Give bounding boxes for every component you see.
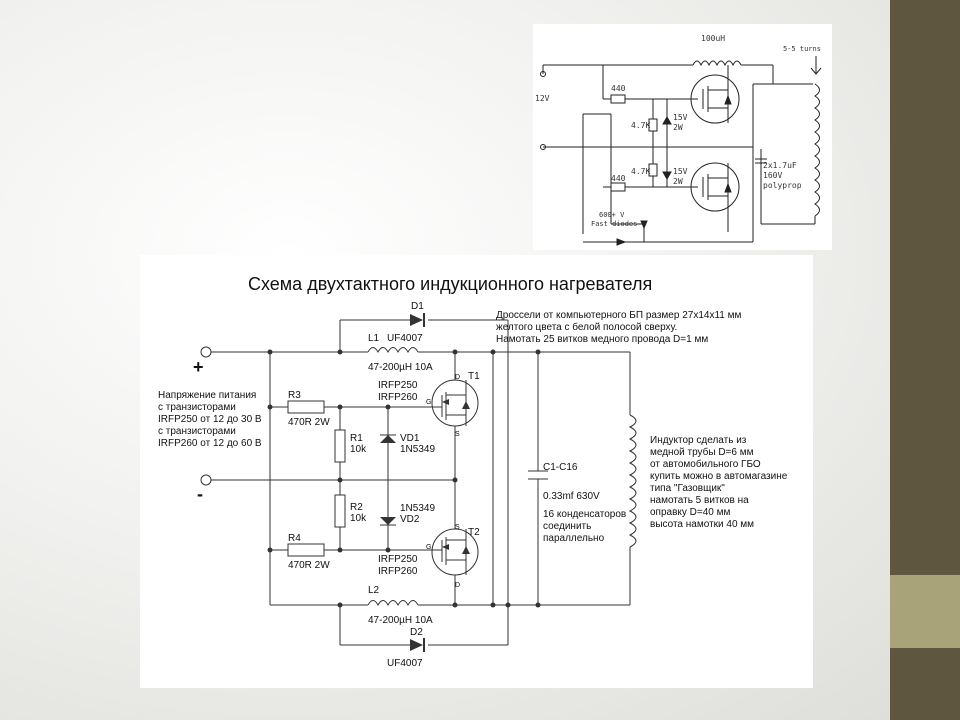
top-zener-top-power: 2W (673, 123, 683, 132)
top-gate-resistor-top: 4.7K (631, 121, 650, 130)
t1-part-a-label: IRFP250 (378, 380, 418, 391)
plus-terminal-label: + (193, 357, 204, 377)
slide-accent-bar-top (890, 0, 960, 575)
d2-part-label: UF4007 (387, 658, 423, 669)
supply-note-line-1: Напряжение питания (158, 390, 256, 401)
d1-label: D1 (411, 301, 424, 312)
top-cap-type: polyprop (763, 181, 802, 190)
d2-label: D2 (410, 627, 423, 638)
vd1-part-label: 1N5349 (400, 444, 435, 455)
capacitor-note-line-1: 16 конденсаторов (543, 509, 626, 520)
main-schematic-image: Схема двухтактного индукционного нагрева… (140, 255, 813, 688)
capacitor-value-label: 0.33mf 630V (543, 491, 600, 502)
t1-gate-pin: G (426, 399, 431, 406)
t2-source-pin: S (455, 524, 460, 531)
t1-part-b-label: IRFP260 (378, 392, 418, 403)
inductor-note-line-4: купить можно в автомагазине (650, 471, 788, 482)
top-gate-resistor-bottom: 4.7K (631, 167, 650, 176)
r1-value-label: 10k (350, 444, 367, 455)
choke-note-line-1: Дроссели от компьютерного БП размер 27х1… (496, 310, 741, 321)
capacitor-bank-label: C1-C16 (543, 462, 578, 473)
top-supply-label: 12V (535, 94, 550, 103)
t2-part-a-label: IRFP250 (378, 554, 418, 565)
top-diodes-voltage: 600+ V (599, 211, 625, 219)
minus-terminal-label: - (197, 484, 203, 504)
t2-label: T2 (468, 527, 480, 538)
reference-schematic: 100uH 5-5 turns 12V 440 440 4.7K 4.7K 15… (535, 34, 822, 246)
r1-label: R1 (350, 433, 363, 444)
choke-note-line-3: Намотать 25 витков медного провода D=1 м… (496, 334, 708, 345)
l1-value-label: 47-200µH 10A (368, 362, 433, 373)
t2-drain-pin: D (455, 582, 460, 589)
inductor-note-line-5: типа "Газовщик" (650, 483, 725, 494)
top-cap-voltage: 160V (763, 171, 782, 180)
top-zener-bottom-power: 2W (673, 177, 683, 186)
t1-drain-pin: D (455, 374, 460, 381)
choke-note-line-2: желтого цвета с белой полосой сверху. (496, 321, 677, 333)
inductor-note-line-6: намотать 5 витков на (650, 495, 749, 506)
reference-schematic-image: 100uH 5-5 turns 12V 440 440 4.7K 4.7K 15… (533, 24, 832, 250)
d1-part-label: UF4007 (387, 333, 423, 344)
t2-part-b-label: IRFP260 (378, 566, 418, 577)
top-diodes-label: Fast diodes (591, 220, 637, 228)
top-zener-bottom-voltage: 15V (673, 167, 688, 176)
supply-note-line-5: IRFP260 от 12 до 60 В (158, 438, 262, 449)
r2-value-label: 10k (350, 513, 367, 524)
l1-label: L1 (368, 333, 380, 344)
top-resistor-top-label: 440 (611, 84, 626, 93)
slide-accent-bar-bottom (890, 648, 960, 720)
capacitor-note-line-2: соединить (543, 521, 591, 532)
schematic-title: Схема двухтактного индукционного нагрева… (248, 274, 652, 294)
supply-note-line-3: IRFP250 от 12 до 30 В (158, 414, 262, 425)
r2-label: R2 (350, 502, 363, 513)
r4-value-label: 470R 2W (288, 560, 330, 571)
t2-gate-pin: G (426, 544, 431, 551)
top-inductor-label: 100uH (701, 34, 725, 43)
r3-label: R3 (288, 390, 301, 401)
supply-note-line-2: с транзисторами (158, 402, 236, 413)
top-turns-label: 5-5 turns (783, 45, 821, 53)
top-zener-top-voltage: 15V (673, 113, 688, 122)
main-schematic: Схема двухтактного индукционного нагрева… (158, 274, 788, 669)
vd2-part-label: 1N5349 (400, 503, 435, 514)
r4-label: R4 (288, 533, 301, 544)
top-cap-value: 2x1.7uF (763, 161, 797, 170)
inductor-note-line-7: оправку D=40 мм (650, 507, 731, 518)
capacitor-note-line-3: параллельно (543, 533, 605, 544)
slide-accent-bar-middle (890, 575, 960, 648)
t1-label: T1 (468, 371, 480, 382)
inductor-note-line-8: высота намотки 40 мм (650, 519, 754, 530)
supply-note-line-4: с транзисторами (158, 426, 236, 437)
t1-source-pin: S (455, 431, 460, 438)
vd2-label: VD2 (400, 514, 420, 525)
top-resistor-bottom-label: 440 (611, 174, 626, 183)
l2-label: L2 (368, 585, 380, 596)
inductor-note-line-3: от автомобильного ГБО (650, 458, 761, 470)
l2-value-label: 47-200µH 10A (368, 615, 433, 626)
inductor-note-line-2: медной трубы D=6 мм (650, 446, 754, 458)
vd1-label: VD1 (400, 433, 420, 444)
r3-value-label: 470R 2W (288, 417, 330, 428)
inductor-note-line-1: Индуктор сделать из (650, 435, 747, 446)
